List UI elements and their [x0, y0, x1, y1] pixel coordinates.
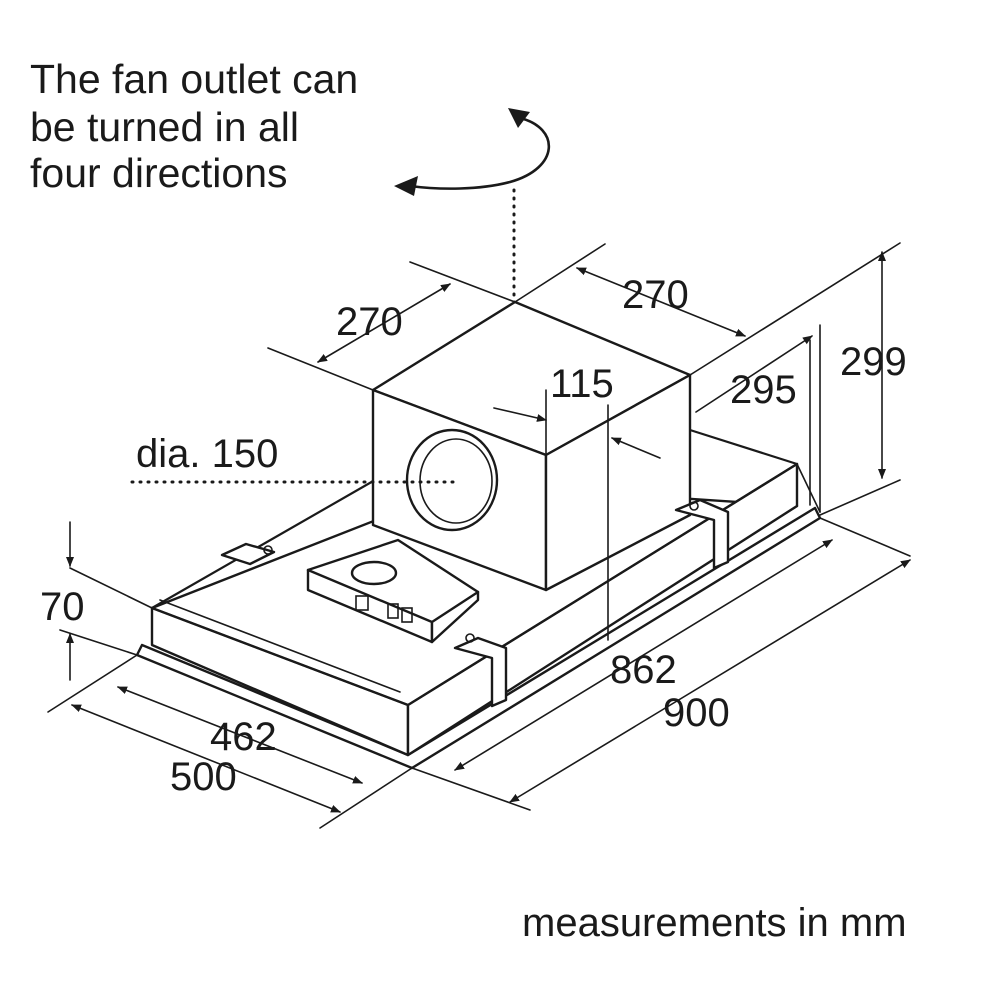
label-inner-width: 862: [610, 648, 677, 692]
label-fan-depth: 270: [622, 273, 689, 317]
label-body-height: 70: [40, 585, 85, 629]
switch-icon-3: [401, 607, 413, 623]
label-total-height: 299: [840, 340, 907, 384]
switch-icon-1: [355, 595, 369, 611]
dimension-lines: [47, 242, 911, 829]
rotation-note: The fan outlet can be turned in all four…: [30, 56, 358, 196]
dimension-labels: 270 270 115 295 299 dia. 150 70 462 500 …: [40, 273, 907, 799]
units-note: measurements in mm: [522, 901, 907, 945]
label-outer-width: 900: [663, 691, 730, 735]
light-icon: [350, 560, 398, 586]
label-outlet-offset: 115: [550, 362, 614, 406]
label-inner-depth: 462: [210, 715, 277, 759]
note-line-1: The fan outlet can: [30, 56, 358, 102]
label-fan-width: 270: [336, 300, 403, 344]
label-outer-depth: 500: [170, 755, 237, 799]
bracket-left: [220, 542, 276, 566]
label-outlet-diameter: dia. 150: [136, 432, 278, 476]
outlet-ring-outer: [405, 428, 499, 532]
control-unit: [306, 538, 480, 644]
note-line-2: be turned in all: [30, 104, 299, 150]
label-fan-height: 295: [730, 368, 797, 412]
note-line-3: four directions: [30, 150, 288, 196]
switch-icon-2: [387, 603, 399, 619]
